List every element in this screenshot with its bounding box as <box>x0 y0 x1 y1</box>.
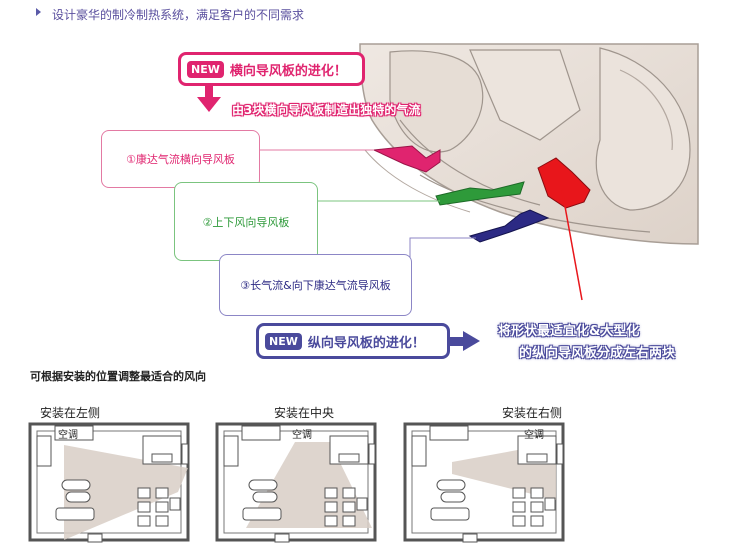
new-badge: NEW <box>265 332 302 350</box>
sofa-icon <box>436 479 466 491</box>
sofa-icon <box>61 479 91 491</box>
louver-label-2: ②上下风向导风板 <box>202 215 290 229</box>
plan-label-center: 安装在中央 <box>274 406 335 420</box>
drawer-icon <box>526 453 548 463</box>
sofa-icon <box>440 491 466 503</box>
cabinet-icon <box>517 435 557 465</box>
page-headline: 设计豪华的制冷制热系统，满足客户的不同需求 <box>52 8 305 22</box>
louver-label-3: ③长气流&向下康达气流导风板 <box>240 279 391 292</box>
shelf-icon <box>411 435 427 467</box>
window-icon <box>368 443 376 465</box>
chair-icon <box>530 515 544 527</box>
chair-icon <box>324 501 338 513</box>
chair-icon <box>342 515 356 527</box>
section-title: 可根据安装的位置调整最适合的风向 <box>30 370 206 383</box>
ac-unit-icon <box>241 425 281 441</box>
navy-louver <box>468 209 550 243</box>
chair-icon <box>512 515 526 527</box>
ac-label-right: 空调 <box>524 430 544 441</box>
drawer-icon <box>151 453 173 463</box>
chair-icon <box>155 515 169 527</box>
plan-label-right: 安装在右侧 <box>502 406 563 420</box>
cabinet-icon <box>329 435 369 465</box>
plan-label-left: 安装在左侧 <box>40 406 101 420</box>
chair-icon <box>324 487 338 499</box>
sofa-icon <box>248 479 278 491</box>
sofa-icon <box>65 491 91 503</box>
door-icon <box>462 533 478 543</box>
callout-title: 纵向导风板的进化！ <box>307 335 425 351</box>
callout-title: 横向导风板的进化！ <box>229 63 347 79</box>
table-icon <box>55 507 95 521</box>
shelf-icon <box>36 435 52 467</box>
new-badge: NEW <box>187 60 224 78</box>
chair-icon <box>342 501 356 513</box>
chair-icon <box>544 497 556 511</box>
pink-louver <box>372 145 441 173</box>
ac-unit-icon <box>54 425 94 441</box>
chair-icon <box>137 501 151 513</box>
shelf-icon <box>223 435 239 467</box>
chair-icon <box>342 487 356 499</box>
horizontal-louver-callout: NEW 横向导风板的进化！ <box>178 52 365 86</box>
vertical-louver-note-1: 将形状最适宜化&大型化 <box>498 324 640 339</box>
sofa-icon <box>252 491 278 503</box>
bullet-icon <box>36 8 41 16</box>
chair-icon <box>324 515 338 527</box>
door-icon <box>274 533 290 543</box>
cabinet-icon <box>142 435 182 465</box>
window-icon <box>181 443 189 465</box>
room-inner-wall <box>223 430 369 534</box>
chair-icon <box>530 487 544 499</box>
callout-subtitle: 由3块横向导风板制造出独特的气流 <box>232 103 421 117</box>
chair-icon <box>155 501 169 513</box>
window-icon <box>556 443 564 465</box>
chair-icon <box>512 501 526 513</box>
chair-icon <box>137 487 151 499</box>
louver-box-2: ②上下风向导风板 <box>174 182 318 261</box>
drawer-icon <box>338 453 360 463</box>
red-vertical-louver <box>537 157 591 209</box>
ac-label-left: 空调 <box>58 430 78 441</box>
green-louver <box>435 181 525 206</box>
door-icon <box>87 533 103 543</box>
vertical-louver-note-2: 的纵向导风板分成左右两块 <box>519 346 676 361</box>
chair-icon <box>169 497 181 511</box>
chair-icon <box>155 487 169 499</box>
ac-unit-icon <box>429 425 469 441</box>
airflow-beam <box>64 445 188 540</box>
chair-icon <box>137 515 151 527</box>
table-icon <box>242 507 282 521</box>
louver-box-1: ①康达气流横向导风板 <box>101 130 260 188</box>
vertical-louver-callout: NEW 纵向导风板的进化！ <box>256 323 450 359</box>
louver-box-3: ③长气流&向下康达气流导风板 <box>219 254 412 316</box>
louver-label-1: ①康达气流横向导风板 <box>126 153 235 166</box>
chair-icon <box>512 487 526 499</box>
table-icon <box>430 507 470 521</box>
chair-icon <box>356 497 368 511</box>
chair-icon <box>530 501 544 513</box>
ac-label-center: 空调 <box>292 430 312 441</box>
